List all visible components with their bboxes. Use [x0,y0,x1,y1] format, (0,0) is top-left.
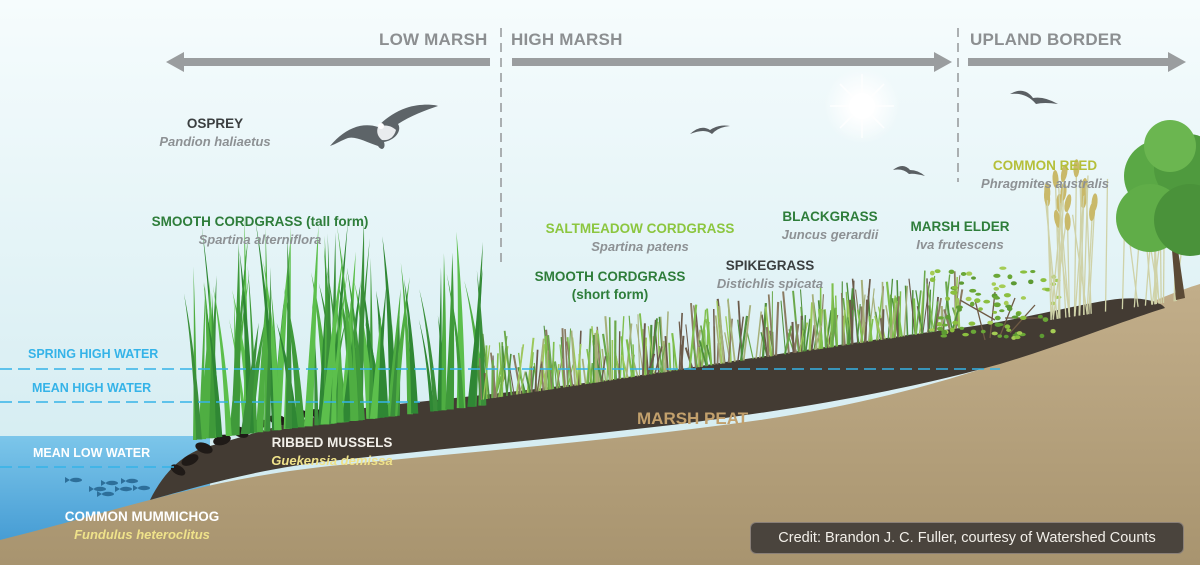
saltmeadow-cordgrass-scientific: Spartina patens [591,238,689,254]
smooth-cordgrass-short-form: (short form) [571,286,649,302]
spikegrass-scientific: Distichlis spicata [716,275,824,291]
smooth-cordgrass-tall-name: SMOOTH CORDGRASS (tall form) [151,214,369,229]
sediment [0,284,1200,565]
marsh-elder-name: MARSH ELDER [910,219,1010,234]
high-marsh-arrow [512,52,952,72]
upland-border-arrow [968,52,1186,72]
sun-icon [824,68,900,144]
saltmeadow-cordgrass-label: SALTMEADOW CORDGRASS Spartina patens [530,221,750,254]
upland-border-label: UPLAND BORDER [970,30,1122,49]
mummichog-fish-icon [65,477,150,497]
spring-high-water-label: SPRING HIGH WATER [28,347,159,361]
spikegrass-label: SPIKEGRASS Distichlis spicata [700,258,840,291]
gull-icon [690,125,730,134]
common-reed-scientific: Phragmites australis [981,175,1109,191]
ribbed-mussels-name: RIBBED MUSSELS [271,435,393,450]
common-mummichog-scientific: Fundulus heteroclitus [74,526,210,542]
mean-high-water-label: MEAN HIGH WATER [32,381,152,395]
mean-low-water-label: MEAN LOW WATER [33,446,151,460]
smooth-cordgrass-short-label: SMOOTH CORDGRASS (short form) [520,269,700,303]
high-marsh-label: HIGH MARSH [511,30,623,49]
common-reed-label: COMMON REED Phragmites australis [965,158,1125,191]
ribbed-mussels-scientific: Guekensia demissa [271,452,393,468]
marsh-elder-label: MARSH ELDER Iva frutescens [900,219,1020,252]
blackgrass-scientific: Juncus gerardii [781,226,879,242]
low-marsh-label: LOW MARSH [379,30,488,49]
osprey-icon [330,104,438,149]
smooth-cordgrass-tall-label: SMOOTH CORDGRASS (tall form) Spartina al… [120,214,400,247]
osprey-name: OSPREY [186,116,244,131]
high-marsh-grasses [477,270,964,400]
common-reed-name: COMMON REED [992,158,1098,173]
ribbed-mussels-label: RIBBED MUSSELS Guekensia demissa [262,435,402,468]
credit-box: Credit: Brandon J. C. Fuller, courtesy o… [750,522,1184,554]
blackgrass-name: BLACKGRASS [782,209,878,224]
smooth-cordgrass-tall-grass [183,214,487,440]
blackgrass-label: BLACKGRASS Juncus gerardii [760,209,900,242]
marsh-elder-scientific: Iva frutescens [916,236,1004,252]
gull-icon [1010,90,1058,104]
marsh-peat-label: MARSH PEAT [637,409,749,428]
osprey-scientific: Pandion haliaetus [159,133,271,149]
low-marsh-arrow [166,52,490,72]
smooth-cordgrass-short-name: SMOOTH CORDGRASS [534,269,686,284]
common-mummichog-label: COMMON MUMMICHOG Fundulus heteroclitus [52,509,232,542]
spikegrass-name: SPIKEGRASS [725,258,815,273]
upland-tree [1116,120,1200,300]
gull-icon [893,166,925,176]
common-mummichog-name: COMMON MUMMICHOG [64,509,220,524]
marsh-peat-layer [150,298,1165,500]
osprey-label: OSPREY Pandion haliaetus [130,116,300,149]
saltmeadow-cordgrass-name: SALTMEADOW CORDGRASS [545,221,735,236]
smooth-cordgrass-tall-scientific: Spartina alterniflora [198,231,322,247]
